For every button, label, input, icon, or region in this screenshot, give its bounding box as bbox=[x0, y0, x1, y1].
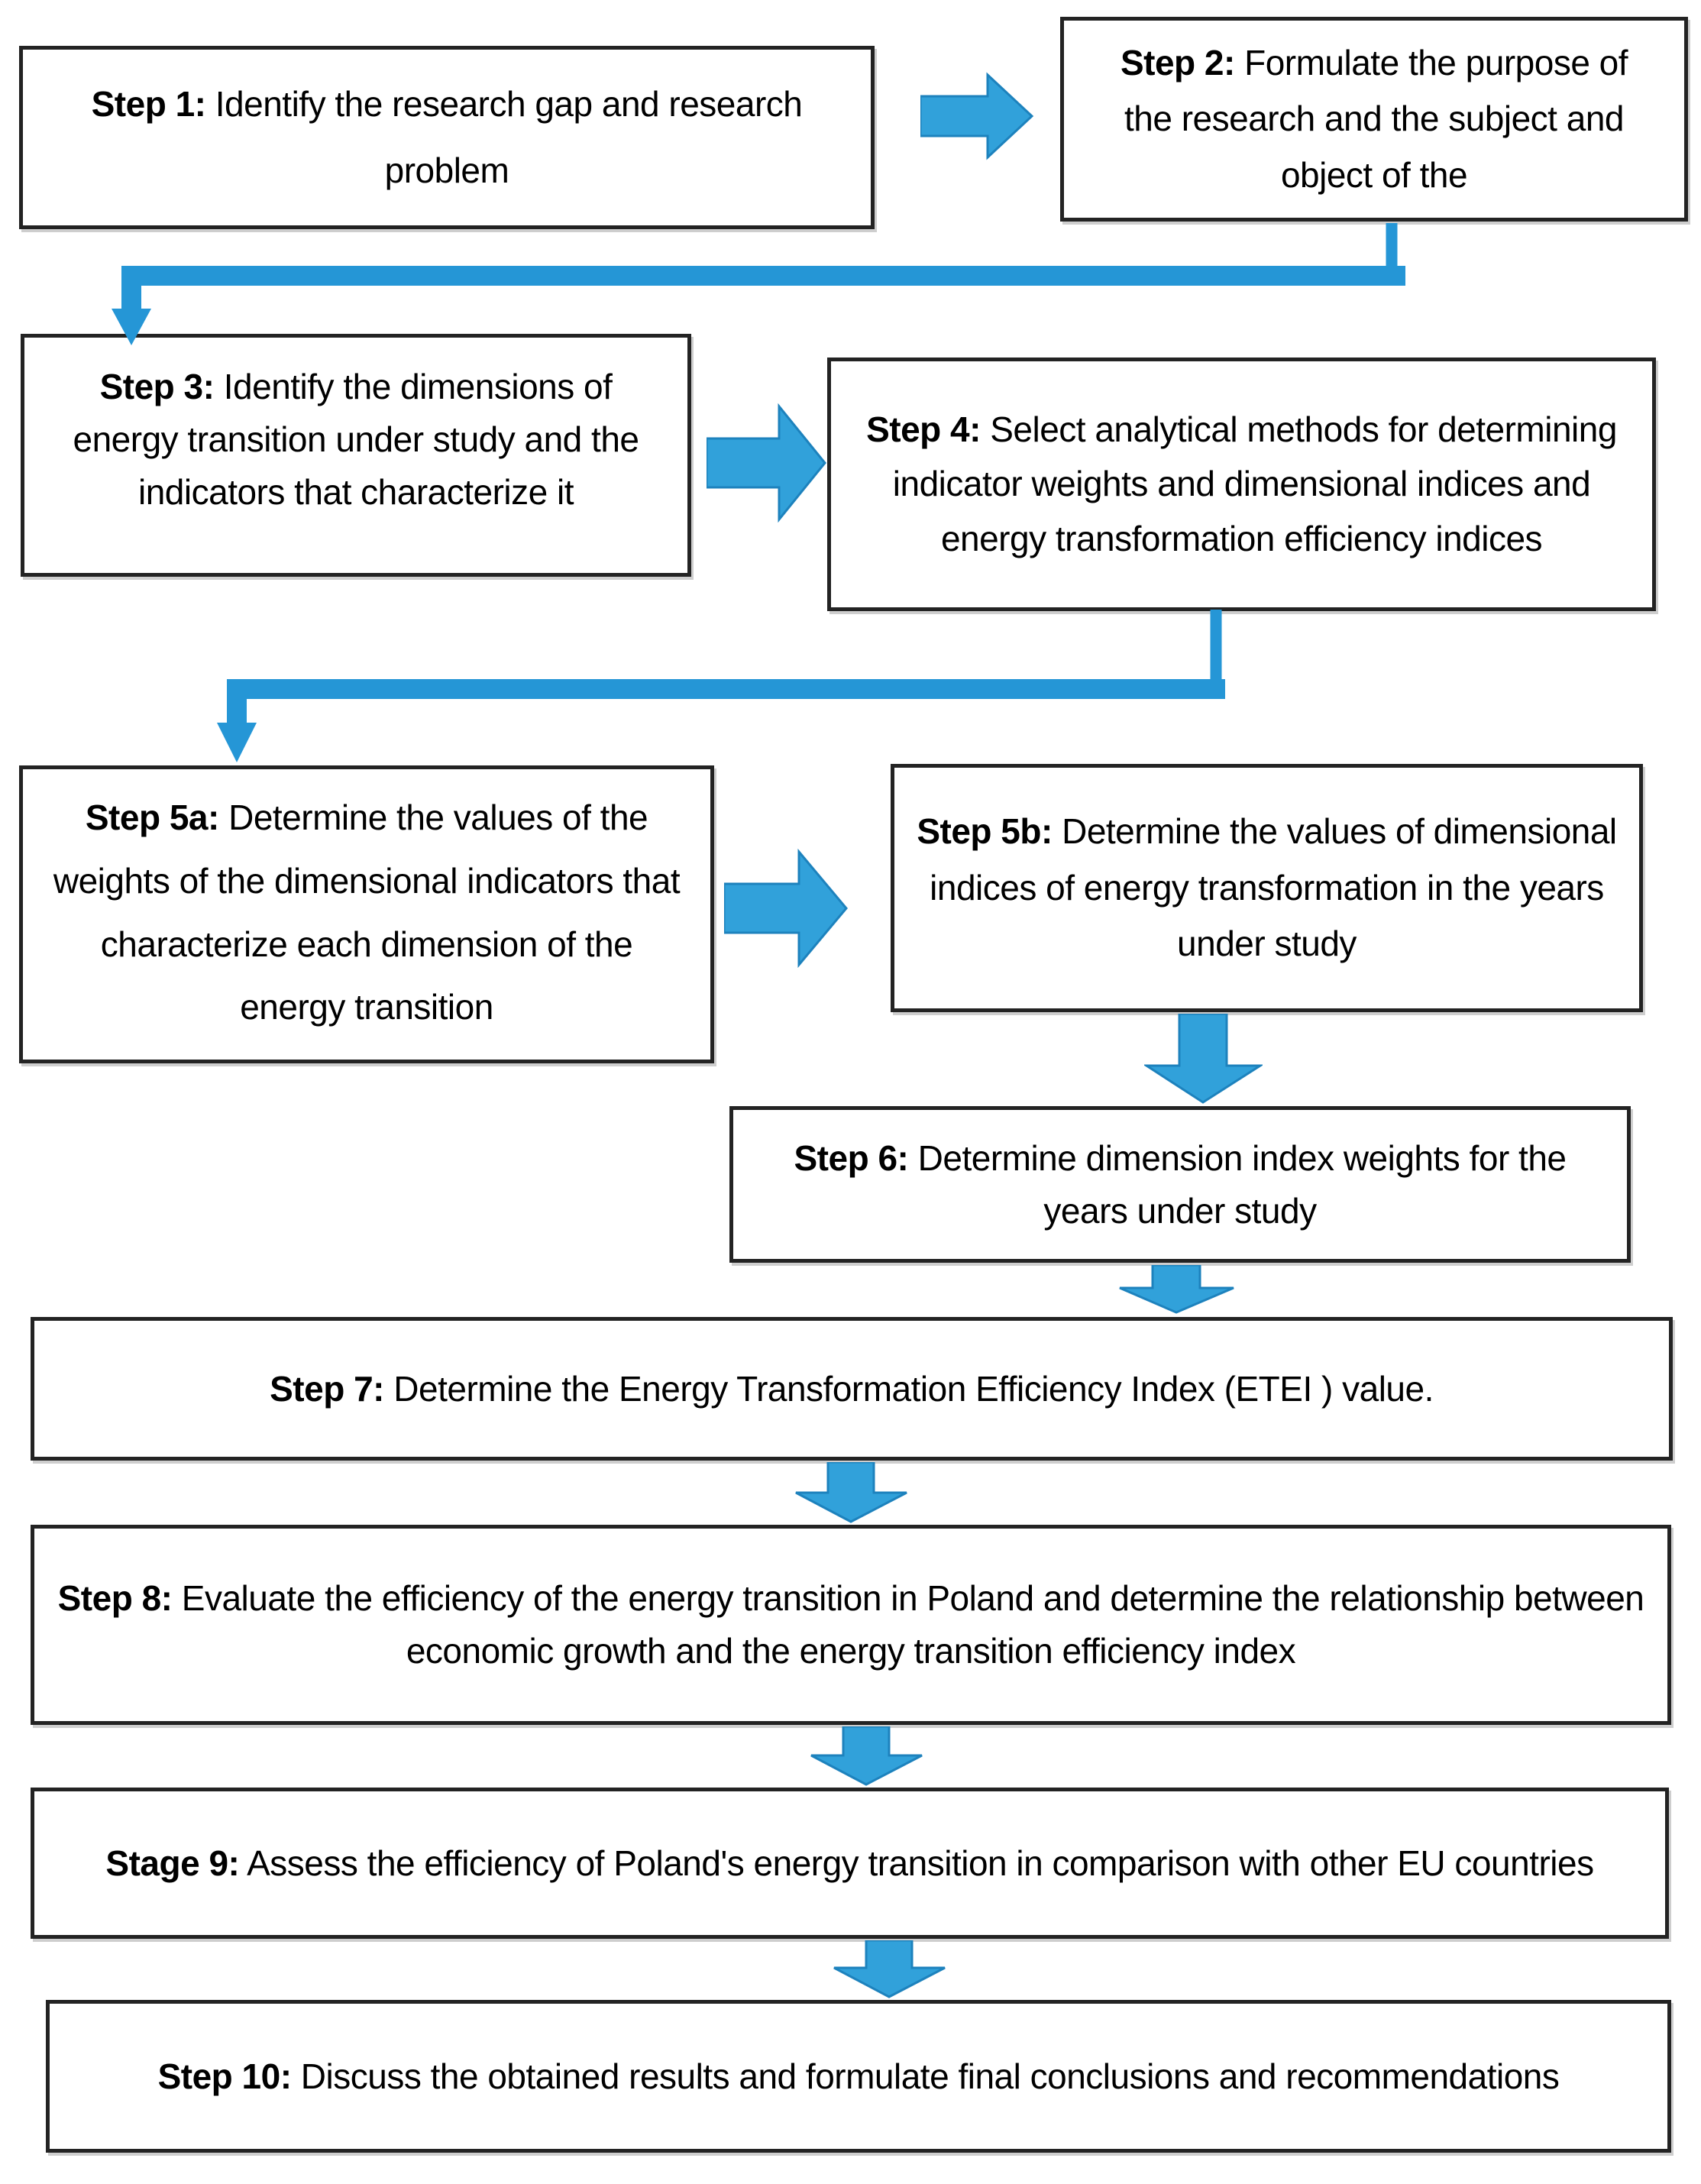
step-9-box: Stage 9: Assess the efficiency of Poland… bbox=[31, 1788, 1669, 1939]
step-2-text: Step 2: Formulate the purpose of the res… bbox=[1120, 42, 1628, 195]
step-2-box: Step 2: Formulate the purpose of the res… bbox=[1060, 17, 1688, 222]
right-arrow-icon-step-1-to-step-2 bbox=[920, 72, 1034, 160]
step-1-box: Step 1: Identify the research gap and re… bbox=[19, 46, 875, 229]
down-arrow-icon-step-7-to-step-8 bbox=[795, 1462, 907, 1523]
step-5a-text: Step 5a: Determine the values of the wei… bbox=[53, 798, 681, 1027]
right-arrow-icon-step-5a-to-step-5b bbox=[724, 848, 848, 969]
step-7-box: Step 7: Determine the Energy Transformat… bbox=[31, 1317, 1673, 1461]
step-8-box: Step 8: Evaluate the efficiency of the e… bbox=[31, 1525, 1671, 1725]
step-4-box: Step 4: Select analytical methods for de… bbox=[827, 358, 1656, 611]
down-arrow-icon-step-6-to-step-7 bbox=[1119, 1265, 1234, 1314]
step-5b-text: Step 5b: Determine the values of dimensi… bbox=[917, 811, 1617, 964]
step-3-text: Step 3: Identify the dimensions of energ… bbox=[73, 367, 640, 512]
elbow-connector-step-2-to-step-3 bbox=[112, 223, 1405, 345]
right-arrow-icon-step-3-to-step-4 bbox=[707, 403, 826, 523]
step-7-text: Step 7: Determine the Energy Transformat… bbox=[270, 1368, 1434, 1409]
step-10-box: Step 10: Discuss the obtained results an… bbox=[46, 2000, 1671, 2153]
step-6-text: Step 6: Determine dimension index weight… bbox=[794, 1137, 1567, 1231]
down-arrow-icon-step-5b-to-step-6 bbox=[1144, 1014, 1263, 1104]
step-10-text: Step 10: Discuss the obtained results an… bbox=[157, 2056, 1560, 2096]
step-5b-box: Step 5b: Determine the values of dimensi… bbox=[891, 764, 1643, 1012]
step-3-box: Step 3: Identify the dimensions of energ… bbox=[21, 334, 691, 577]
step-4-text: Step 4: Select analytical methods for de… bbox=[866, 409, 1617, 558]
step-1-text: Step 1: Identify the research gap and re… bbox=[91, 83, 803, 190]
step-6-box: Step 6: Determine dimension index weight… bbox=[729, 1106, 1631, 1263]
elbow-connector-step-4-to-step-5a bbox=[217, 610, 1225, 762]
down-arrow-icon-step-8-to-step-9 bbox=[810, 1726, 923, 1786]
step-8-text: Step 8: Evaluate the efficiency of the e… bbox=[57, 1578, 1644, 1671]
step-5a-box: Step 5a: Determine the values of the wei… bbox=[19, 765, 714, 1063]
down-arrow-icon-step-9-to-step-10 bbox=[833, 1940, 946, 1998]
step-9-text: Stage 9: Assess the efficiency of Poland… bbox=[105, 1843, 1594, 1883]
